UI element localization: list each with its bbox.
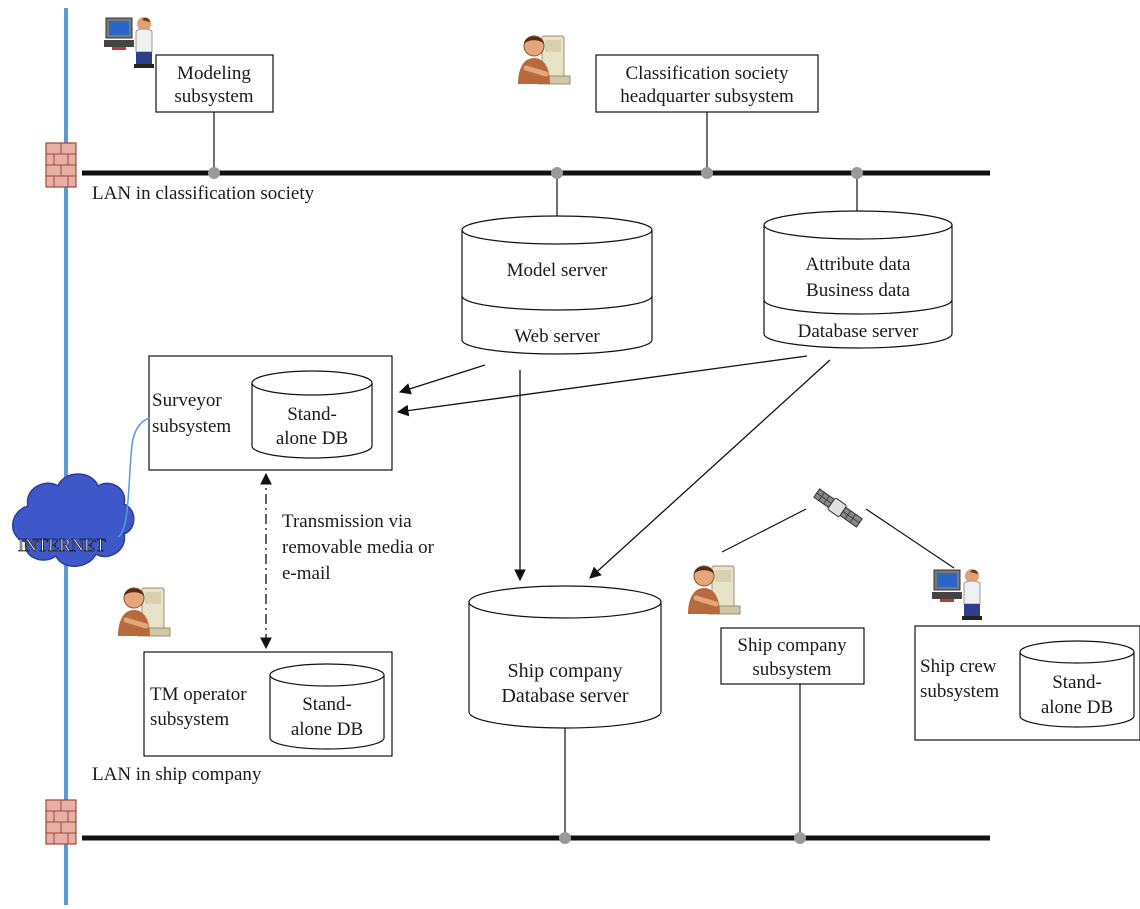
ship-crew-line2: subsystem [920, 681, 999, 702]
surveyor-db-line2: alone DB [276, 428, 348, 449]
attribute-data-label: Attribute data [806, 254, 912, 275]
computer-operator-icon [103, 16, 155, 69]
modeling-subsystem-box [155, 54, 274, 113]
database-server-label: Database server [798, 321, 919, 342]
arrow-db-to-ship-db [589, 359, 831, 579]
ship-company-subsystem-box [720, 627, 865, 685]
ship-company-db-cylinder [468, 585, 662, 729]
ship-company-line2: subsystem [752, 659, 831, 680]
ship-crew-line1: Ship crew [920, 656, 997, 677]
headquarter-line2: headquarter subsystem [620, 86, 794, 107]
modeling-line1: Modeling [177, 63, 251, 84]
arrow-web-to-surveyor [398, 364, 486, 395]
person-at-computer-icon [118, 588, 170, 636]
firewall-icon [45, 142, 77, 188]
model-server-label: Model server [507, 260, 608, 281]
cloud-icon [12, 473, 135, 567]
computer-operator-icon [931, 568, 983, 621]
transmission-line1: Transmission via [282, 511, 412, 532]
satellite-link-ship-company [721, 508, 807, 553]
firewall-icon [45, 799, 77, 845]
tm-operator-line2: subsystem [150, 709, 229, 730]
lan-top-label: LAN in classification society [92, 183, 315, 204]
transmission-line3: e-mail [282, 563, 331, 584]
model-server-cylinder [461, 215, 653, 355]
business-data-label: Business data [806, 280, 911, 301]
tm-operator-line1: TM operator [150, 684, 247, 705]
arrow-db-to-surveyor [396, 355, 808, 417]
surveyor-line1: Surveyor [152, 390, 222, 411]
lan-node [851, 167, 863, 179]
lan-node [551, 167, 563, 179]
person-at-computer-icon [518, 36, 570, 84]
tm-operator-standalone-db [269, 663, 385, 750]
lan-node [701, 167, 713, 179]
tm-operator-db-line1: Stand- [302, 694, 352, 715]
person-at-computer-icon [688, 566, 740, 614]
lan-bottom-label: LAN in ship company [92, 764, 262, 785]
surveyor-line2: subsystem [152, 416, 231, 437]
headquarter-line1: Classification society [625, 63, 789, 84]
tm-operator-db-line2: alone DB [291, 719, 363, 740]
ship-crew-db-line2: alone DB [1041, 697, 1113, 718]
lan-node [559, 832, 571, 844]
ship-db-line1: Ship company [508, 660, 623, 682]
ship-db-line2: Database server [501, 685, 628, 707]
ship-crew-standalone-db [1019, 640, 1135, 728]
modeling-line2: subsystem [174, 86, 253, 107]
web-server-label: Web server [514, 326, 600, 347]
satellite-link-ship-crew [865, 508, 955, 569]
ship-crew-db-line1: Stand- [1052, 672, 1102, 693]
surveyor-db-line1: Stand- [287, 404, 337, 425]
lan-node [794, 832, 806, 844]
lan-node [208, 167, 220, 179]
internet-label: INTERNET [18, 535, 106, 555]
satellite-icon [813, 488, 863, 528]
surveyor-internet-link [117, 417, 151, 538]
ship-company-line1: Ship company [737, 635, 847, 656]
transmission-line2: removable media or [282, 537, 435, 558]
database-server-cylinder [763, 210, 953, 349]
surveyor-standalone-db [251, 370, 373, 459]
